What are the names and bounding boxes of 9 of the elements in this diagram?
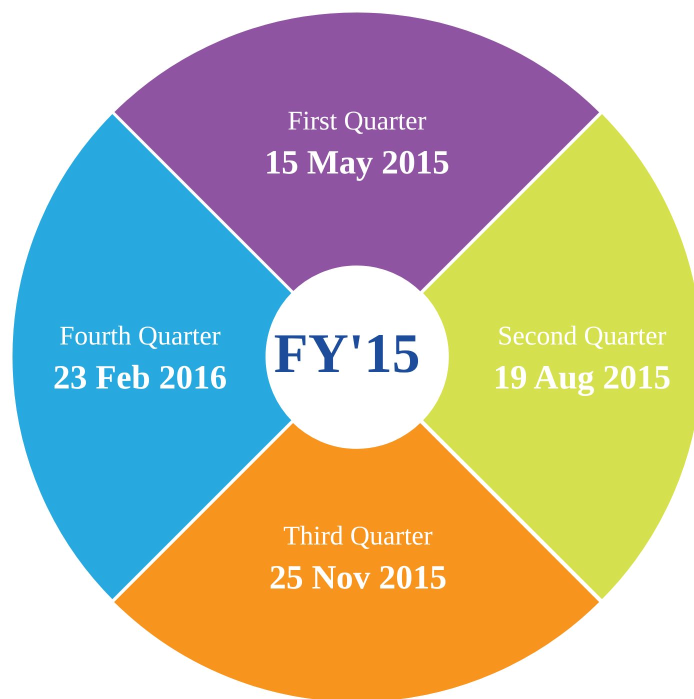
quarter-name: Second Quarter: [498, 320, 666, 352]
quarter-date: 25 Nov 2015: [269, 558, 447, 598]
quarter-name: Fourth Quarter: [59, 320, 221, 352]
quarter-name: First Quarter: [288, 105, 426, 137]
quarter-date: 19 Aug 2015: [493, 358, 671, 398]
quarter-name: Third Quarter: [283, 520, 433, 552]
quarter-date: 15 May 2015: [264, 143, 450, 183]
center-title: FY'15: [274, 322, 420, 386]
quarter-date: 23 Feb 2016: [53, 358, 227, 398]
